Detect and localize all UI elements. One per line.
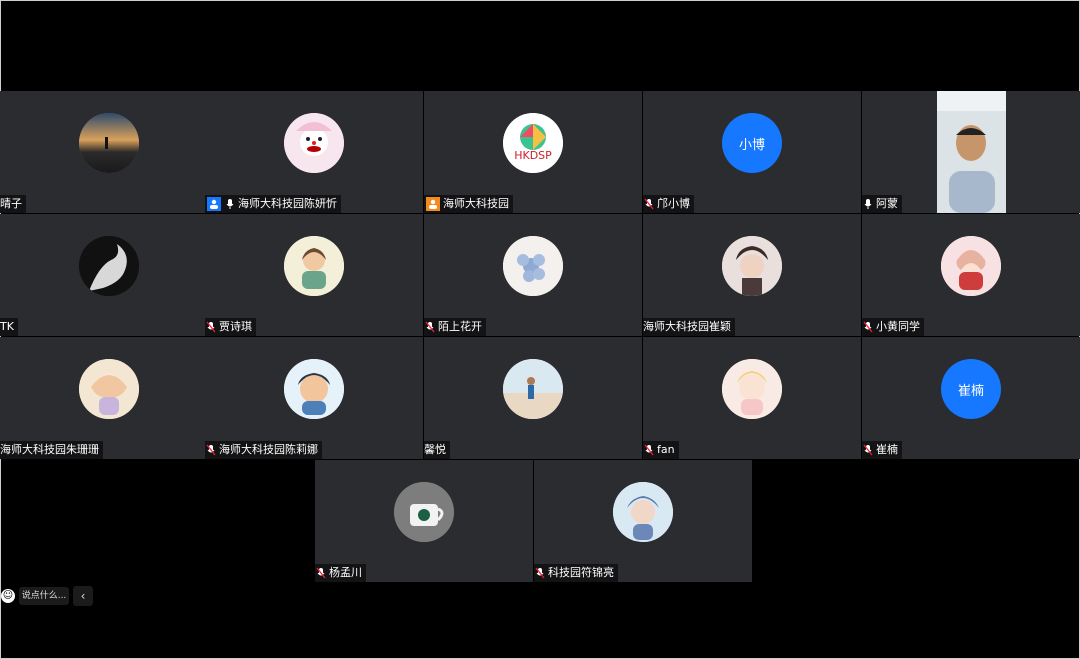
participant-tile-5[interactable]: 阿蒙 bbox=[862, 91, 1080, 213]
participant-name: 海师大科技园朱珊珊 bbox=[0, 443, 99, 456]
participant-name: 海师大科技园 bbox=[443, 197, 509, 210]
participant-tile-12[interactable]: 海师大科技园陈莉娜 bbox=[205, 337, 423, 459]
emoji-icon[interactable]: ☺ bbox=[1, 589, 15, 603]
participant-tile-3[interactable]: HKDSP 海师大科技园 bbox=[424, 91, 642, 213]
anime-boy-avatar bbox=[722, 236, 782, 296]
chat-placeholder: 说点什么... bbox=[21, 591, 67, 601]
mic-muted-icon bbox=[424, 320, 436, 334]
participant-name-label: 贾诗琪 bbox=[205, 318, 256, 336]
participant-name: 海师大科技园陈妍忻 bbox=[238, 197, 337, 210]
participant-name-label: 海师大科技园陈妍忻 bbox=[205, 195, 341, 213]
participant-name: 杨孟川 bbox=[329, 566, 362, 579]
participant-name-label: 晴子 bbox=[0, 195, 26, 213]
participant-name-label: fan bbox=[643, 441, 679, 459]
silhouette-avatar bbox=[79, 236, 139, 296]
collapse-button[interactable]: ‹ bbox=[73, 586, 93, 606]
cartoon-boy-avatar bbox=[284, 359, 344, 419]
participant-name: 馨悦 bbox=[424, 443, 446, 456]
beach-girl-avatar bbox=[503, 359, 563, 419]
participant-name-label: 邝小博 bbox=[643, 195, 694, 213]
participant-name: 邝小博 bbox=[657, 197, 690, 210]
participant-tile-16[interactable]: 杨孟川 bbox=[315, 460, 533, 582]
avatar-text: 崔楠 bbox=[957, 383, 984, 399]
participant-name: 晴子 bbox=[0, 197, 22, 210]
participant-tile-15[interactable]: 崔楠 崔楠 bbox=[862, 337, 1080, 459]
participant-name-label: 海师大科技园崔颖 bbox=[643, 318, 735, 336]
anime-clown-avatar bbox=[284, 113, 344, 173]
participant-name-label: 杨孟川 bbox=[315, 564, 366, 582]
flower-avatar bbox=[503, 236, 563, 296]
participant-grid: 晴子 海师大科技园陈妍忻 bbox=[0, 91, 1080, 583]
anime-princess-avatar bbox=[79, 359, 139, 419]
chat-input[interactable]: 说点什么... bbox=[19, 587, 69, 605]
participant-name: 海师大科技园崔颖 bbox=[643, 320, 731, 333]
sunset-avatar bbox=[79, 113, 139, 173]
mic-muted-icon bbox=[643, 443, 655, 457]
svg-text:HKDSP: HKDSP bbox=[514, 149, 552, 162]
mic-muted-icon bbox=[205, 320, 217, 334]
participant-tile-4[interactable]: 小博 邝小博 bbox=[643, 91, 861, 213]
cartoon-girl-avatar bbox=[284, 236, 344, 296]
participant-name-label: TK bbox=[0, 318, 18, 336]
participant-name: 科技园符锦亮 bbox=[548, 566, 614, 579]
participant-tile-17[interactable]: 科技园符锦亮 bbox=[534, 460, 752, 582]
chat-toolbar: ☺ 说点什么... ‹ bbox=[0, 586, 93, 606]
participant-name: 阿蒙 bbox=[876, 197, 898, 210]
participant-tile-13[interactable]: 馨悦 bbox=[424, 337, 642, 459]
user-badge-icon bbox=[207, 197, 221, 211]
participant-name-label: 阿蒙 bbox=[862, 195, 902, 213]
participant-name-label: 小黄同学 bbox=[862, 318, 924, 336]
user-badge-icon bbox=[426, 197, 440, 211]
mic-muted-icon bbox=[862, 320, 874, 334]
chevron-left-icon: ‹ bbox=[80, 589, 86, 603]
mic-muted-icon bbox=[315, 566, 327, 580]
text-avatar: 小博 bbox=[722, 113, 782, 173]
mic-muted-icon bbox=[205, 443, 217, 457]
participant-tile-2[interactable]: 海师大科技园陈妍忻 bbox=[205, 91, 423, 213]
camera-video bbox=[937, 91, 1006, 213]
participant-tile-11[interactable]: 海师大科技园朱珊珊 bbox=[0, 337, 218, 459]
participant-name-label: 海师大科技园陈莉娜 bbox=[205, 441, 322, 459]
mic-icon bbox=[862, 197, 874, 211]
participant-tile-9[interactable]: 海师大科技园崔颖 bbox=[643, 214, 861, 336]
participant-name: 小黄同学 bbox=[876, 320, 920, 333]
hkdsp-logo-avatar: HKDSP bbox=[503, 113, 563, 173]
cartoon-sakura-avatar bbox=[722, 359, 782, 419]
participant-name-label: 海师大科技园 bbox=[424, 195, 513, 213]
participant-name-label: 科技园符锦亮 bbox=[534, 564, 618, 582]
participant-name-label: 陌上花开 bbox=[424, 318, 486, 336]
text-avatar: 崔楠 bbox=[941, 359, 1001, 419]
mic-muted-icon bbox=[862, 443, 874, 457]
participant-tile-14[interactable]: fan bbox=[643, 337, 861, 459]
participant-tile-6[interactable]: TK bbox=[0, 214, 218, 336]
mic-muted-icon bbox=[534, 566, 546, 580]
participant-tile-8[interactable]: 陌上花开 bbox=[424, 214, 642, 336]
mic-muted-icon bbox=[643, 197, 655, 211]
coffee-cup-avatar bbox=[394, 482, 454, 542]
anime-red-girl-avatar bbox=[941, 236, 1001, 296]
participant-name: TK bbox=[0, 320, 14, 333]
mic-icon bbox=[224, 197, 236, 211]
participant-tile-7[interactable]: 贾诗琪 bbox=[205, 214, 423, 336]
participant-name: fan bbox=[657, 443, 675, 456]
anime-blue-boy-avatar bbox=[613, 482, 673, 542]
participant-name: 贾诗琪 bbox=[219, 320, 252, 333]
participant-name-label: 崔楠 bbox=[862, 441, 902, 459]
participant-tile-1[interactable]: 晴子 bbox=[0, 91, 218, 213]
participant-tile-10[interactable]: 小黄同学 bbox=[862, 214, 1080, 336]
participant-name-label: 馨悦 bbox=[424, 441, 450, 459]
participant-name: 陌上花开 bbox=[438, 320, 482, 333]
participant-name: 海师大科技园陈莉娜 bbox=[219, 443, 318, 456]
avatar-text: 小博 bbox=[738, 137, 765, 153]
participant-name-label: 海师大科技园朱珊珊 bbox=[0, 441, 103, 459]
participant-name: 崔楠 bbox=[876, 443, 898, 456]
